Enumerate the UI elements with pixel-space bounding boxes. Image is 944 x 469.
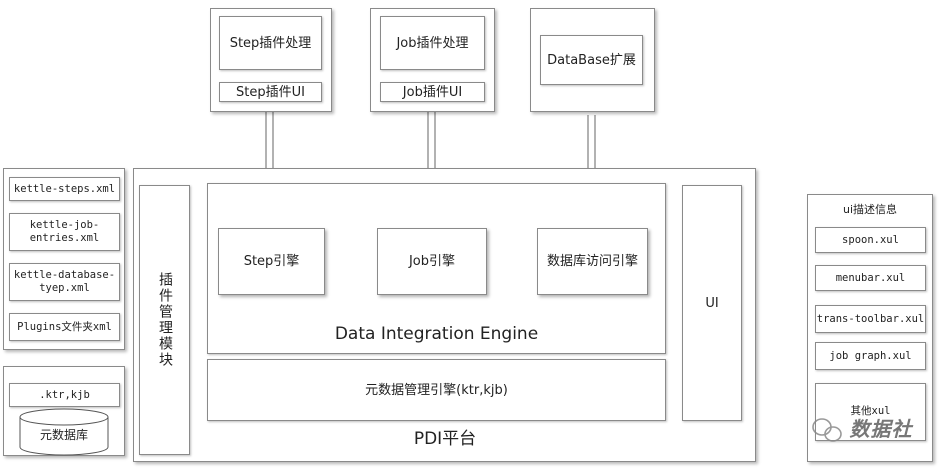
- file-kettle-steps-label: kettle-steps.xml: [13, 182, 116, 195]
- plugin-module-label: 插件管理模块: [157, 272, 173, 368]
- meta-engine-box: [207, 359, 666, 421]
- database-ext-label: DataBase扩展: [547, 52, 636, 68]
- db-engine-box: [537, 228, 648, 295]
- watermark-text: 数据社: [849, 416, 913, 441]
- file-job-graph-xul-label: job graph.xul: [829, 349, 912, 362]
- step-plugin-label: Step插件处理: [229, 35, 312, 51]
- file-kettle-job-entries: [9, 213, 120, 251]
- ui-desc-title: ui描述信息: [842, 202, 898, 216]
- file-kettle-steps: [9, 177, 120, 201]
- file-menubar-xul-label: menubar.xul: [835, 271, 906, 284]
- file-trans-toolbar-xul: [815, 305, 926, 333]
- job-engine-box: [377, 228, 487, 295]
- step-plugin-inner: [219, 16, 322, 70]
- file-spoon-xul-label: spoon.xul: [842, 233, 899, 246]
- file-menubar-xul: [815, 265, 926, 291]
- meta-engine-label: 元数据管理引擎(ktr,kjb): [365, 382, 508, 398]
- file-plugins-folder: [9, 313, 120, 341]
- file-trans-toolbar-xul-label: trans-toolbar.xul: [816, 312, 925, 325]
- file-other-xul-label: 其他xul: [850, 404, 891, 417]
- file-kettle-database-label: kettle-database- tyep.xml: [13, 269, 116, 294]
- job-plugin-inner: [380, 16, 485, 70]
- step-ui-box: [219, 82, 322, 102]
- ktr-file-box: [9, 383, 120, 407]
- job-ui-label: Job插件UI: [402, 84, 463, 100]
- file-job-graph-xul: [815, 342, 926, 370]
- job-plugin-label: Job插件处理: [396, 35, 469, 51]
- pdi-label: PDI平台: [413, 428, 477, 449]
- file-kettle-job-entries-label: kettle-job- entries.xml: [29, 219, 100, 244]
- job-ui-box: [380, 82, 485, 102]
- step-engine-label: Step引擎: [243, 254, 300, 269]
- db-engine-label: 数据库访问引擎: [546, 254, 638, 269]
- ui-label: UI: [705, 295, 719, 311]
- metadata-db-label: 元数据库: [39, 427, 88, 442]
- file-kettle-database: [9, 263, 120, 301]
- ktr-file-label: .ktr,kjb: [39, 388, 90, 401]
- die-label: Data Integration Engine: [334, 323, 539, 344]
- file-spoon-xul: [815, 227, 926, 253]
- ui-box: [682, 185, 742, 421]
- plugin-module-box: [139, 185, 190, 455]
- step-ui-label: Step插件UI: [236, 84, 305, 100]
- job-engine-label: Job引擎: [408, 254, 456, 269]
- database-ext-inner: [540, 35, 643, 85]
- file-plugins-folder-label: Plugins文件夹xml: [17, 320, 112, 333]
- step-engine-box: [218, 228, 325, 295]
